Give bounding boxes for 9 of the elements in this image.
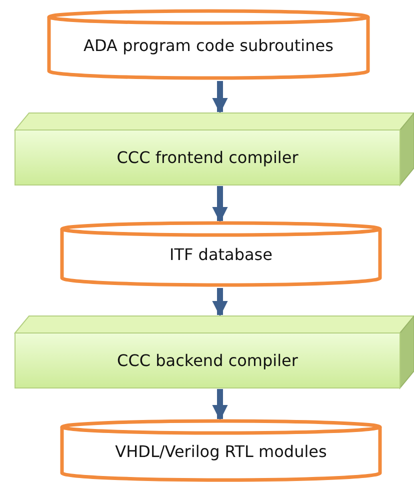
arrow — [212, 288, 228, 317]
node-label: CCC backend compiler — [116, 350, 299, 370]
node-label: ADA program code subroutines — [82, 36, 334, 54]
node-label: CCC frontend compiler — [116, 148, 300, 166]
node-label: ITF database — [168, 245, 274, 264]
arrow — [212, 186, 228, 223]
arrow — [212, 81, 228, 114]
node-label: VHDL/Verilog RTL modules — [114, 442, 328, 460]
arrow — [212, 389, 228, 421]
